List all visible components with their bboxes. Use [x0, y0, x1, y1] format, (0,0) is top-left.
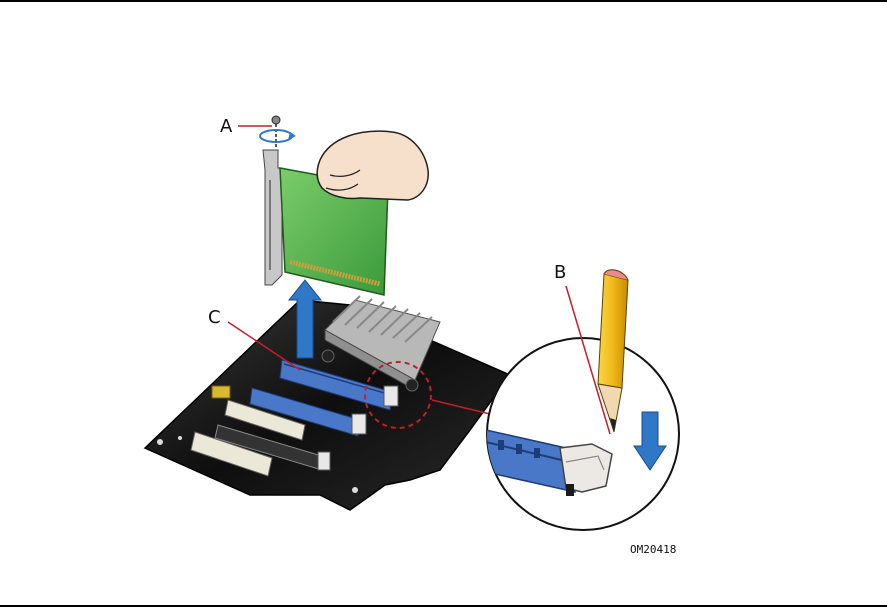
callout-a-label: A: [220, 116, 233, 137]
figure-id: OM20418: [630, 543, 676, 556]
callout-a: A: [220, 116, 272, 137]
header-pins: [212, 386, 230, 398]
callout-c-label: C: [208, 307, 221, 328]
rotate-arrow-icon: [260, 130, 296, 142]
screw-icon: [272, 116, 280, 148]
hand-icon: [317, 131, 428, 200]
bottom-rule: [0, 605, 887, 607]
card-bracket: [263, 150, 282, 285]
callout-b-label: B: [554, 262, 566, 283]
